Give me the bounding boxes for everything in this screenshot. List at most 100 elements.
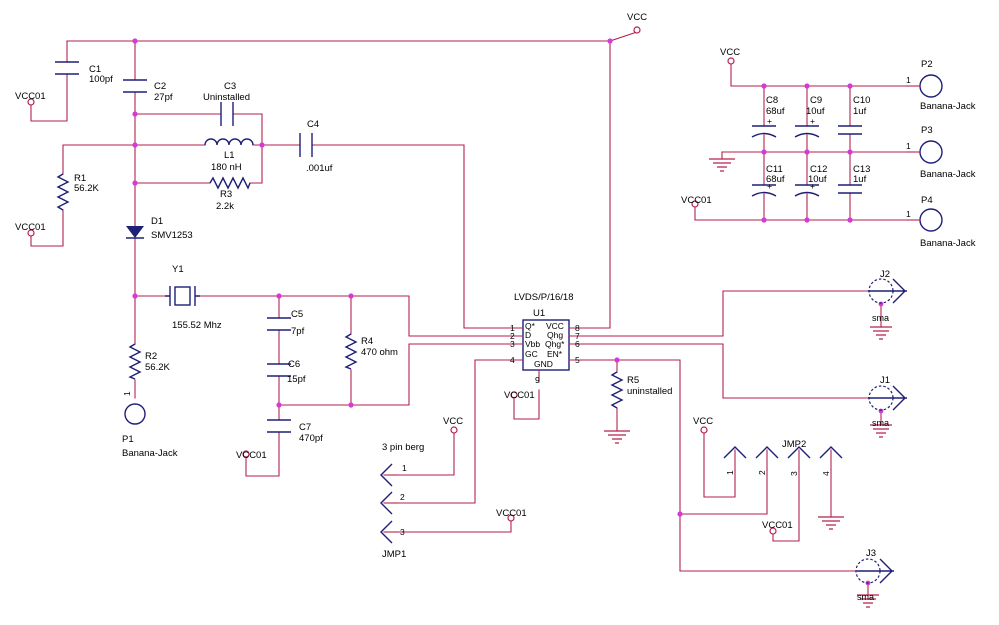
svg-text:J2: J2 (880, 269, 890, 280)
svg-text:J1: J1 (880, 375, 890, 386)
svg-text:470 ohm: 470 ohm (361, 347, 398, 358)
svg-text:VCC: VCC (627, 12, 647, 23)
capacitor-c11: C11 68uf + (751, 164, 785, 197)
svg-text:9: 9 (535, 375, 540, 385)
svg-text:Qhg*: Qhg* (545, 339, 565, 349)
svg-text:R5: R5 (627, 375, 639, 386)
svg-text:+: + (810, 181, 815, 191)
svg-text:uninstalled: uninstalled (627, 386, 672, 397)
svg-text:C8: C8 (766, 95, 778, 106)
svg-text:D1: D1 (151, 216, 163, 227)
svg-text:L1: L1 (224, 150, 235, 161)
svg-text:2.2k: 2.2k (216, 201, 234, 212)
power-port-vcc-jmp1: VCC (443, 416, 463, 434)
svg-text:+: + (767, 116, 772, 126)
resistor-r5: R5 uninstalled (610, 371, 672, 409)
capacitor-c12: C12 10uf + (794, 164, 827, 197)
svg-text:Banana-Jack: Banana-Jack (920, 238, 976, 249)
svg-text:Q*: Q* (525, 321, 536, 331)
svg-text:8: 8 (575, 323, 580, 333)
svg-text:EN*: EN* (547, 349, 563, 359)
svg-text:C4: C4 (307, 119, 319, 130)
ground-icon (857, 594, 879, 608)
svg-text:VCC: VCC (443, 416, 463, 427)
capacitor-c2: C2 27pf (123, 79, 173, 103)
svg-text:VCC01: VCC01 (15, 222, 46, 233)
svg-text:+: + (810, 116, 815, 126)
power-port-vcc-jmp2: VCC (693, 416, 713, 434)
svg-text:3: 3 (400, 527, 405, 537)
svg-text:JMP1: JMP1 (382, 549, 406, 560)
svg-text:27pf: 27pf (154, 92, 173, 103)
svg-text:C13: C13 (853, 164, 870, 175)
svg-text:P2: P2 (921, 59, 933, 70)
svg-text:VCC01: VCC01 (762, 520, 793, 531)
resistor-r3: R3 2.2k (209, 176, 251, 212)
svg-text:7pf: 7pf (291, 326, 305, 337)
svg-text:56.2K: 56.2K (74, 183, 99, 194)
svg-text:VCC01: VCC01 (504, 390, 535, 401)
svg-text:J3: J3 (866, 548, 876, 559)
svg-text:C9: C9 (810, 95, 822, 106)
svg-text:VCC01: VCC01 (681, 195, 712, 206)
capacitor-c7: C7 470pf (267, 419, 323, 444)
svg-text:JMP2: JMP2 (782, 439, 806, 450)
svg-text:Vbb: Vbb (525, 339, 540, 349)
svg-text:C2: C2 (154, 81, 166, 92)
power-port-vcc01-supply: VCC01 (681, 195, 712, 208)
power-port-vcc-supply: VCC (720, 47, 740, 65)
svg-text:U1: U1 (533, 308, 545, 319)
svg-text:GC: GC (525, 349, 538, 359)
svg-text:2: 2 (400, 492, 405, 502)
power-port-vcc01-r1: VCC01 (15, 222, 46, 237)
svg-text:4: 4 (510, 355, 515, 365)
svg-text:SMV1253: SMV1253 (151, 230, 193, 241)
svg-text:100pf: 100pf (89, 74, 113, 85)
svg-text:180 nH: 180 nH (211, 162, 242, 173)
sma-connector-j1: J1 sma (868, 375, 907, 428)
svg-text:10uf: 10uf (806, 106, 825, 117)
diode-d1: D1 SMV1253 (126, 216, 193, 241)
svg-text:Qhg: Qhg (547, 330, 563, 340)
svg-text:3 pin berg: 3 pin berg (382, 442, 424, 453)
banana-jack-p3: 1 P3 Banana-Jack (906, 125, 976, 180)
svg-text:Banana-Jack: Banana-Jack (122, 448, 178, 459)
svg-text:C12: C12 (810, 164, 827, 175)
svg-text:1: 1 (906, 75, 911, 85)
capacitor-c6: C6 15pf (267, 359, 306, 385)
svg-text:10uf: 10uf (808, 174, 827, 185)
svg-text:6: 6 (575, 339, 580, 349)
capacitor-c3: C3 Uninstalled (203, 81, 250, 126)
svg-text:Y1: Y1 (172, 264, 184, 275)
svg-text:56.2K: 56.2K (145, 362, 170, 373)
svg-text:C3: C3 (224, 81, 236, 92)
power-port-vcc01-jmp1: VCC01 (496, 508, 527, 522)
svg-text:7: 7 (575, 331, 580, 341)
capacitor-c1: C1 100pf (55, 61, 113, 85)
power-port-vcc01-c7: VCC01 (236, 450, 267, 461)
svg-text:1: 1 (402, 463, 407, 473)
svg-text:Banana-Jack: Banana-Jack (920, 101, 976, 112)
svg-text:3: 3 (789, 471, 799, 476)
power-port-vcc01-u1: VCC01 (504, 390, 535, 401)
crystal-y1: Y1 155.52 Mhz (165, 264, 222, 331)
svg-text:2: 2 (510, 331, 515, 341)
power-port-vcc-top: VCC (627, 12, 647, 34)
svg-text:68uf: 68uf (766, 174, 785, 185)
ic-u1: LVDS/P/16/18 U1 1 2 3 4 Q* D Vbb GC VCC … (510, 292, 587, 385)
svg-text:VCC01: VCC01 (15, 91, 46, 102)
svg-text:VCC: VCC (546, 321, 564, 331)
svg-text:1: 1 (122, 391, 132, 396)
power-port-vcc01-jmp2: VCC01 (762, 520, 793, 535)
banana-jack-p2: 1 P2 Banana-Jack (906, 59, 976, 112)
svg-text:1: 1 (906, 209, 911, 219)
power-port-vcc01-c1: VCC01 (15, 91, 46, 106)
svg-text:sma: sma (872, 418, 889, 428)
ground-icon (818, 516, 844, 530)
svg-text:P4: P4 (921, 195, 933, 206)
svg-text:P3: P3 (921, 125, 933, 136)
capacitor-c5: C5 7pf (267, 309, 305, 337)
svg-text:GND: GND (534, 359, 553, 369)
svg-text:+: + (767, 181, 772, 191)
svg-text:1uf: 1uf (853, 174, 867, 185)
